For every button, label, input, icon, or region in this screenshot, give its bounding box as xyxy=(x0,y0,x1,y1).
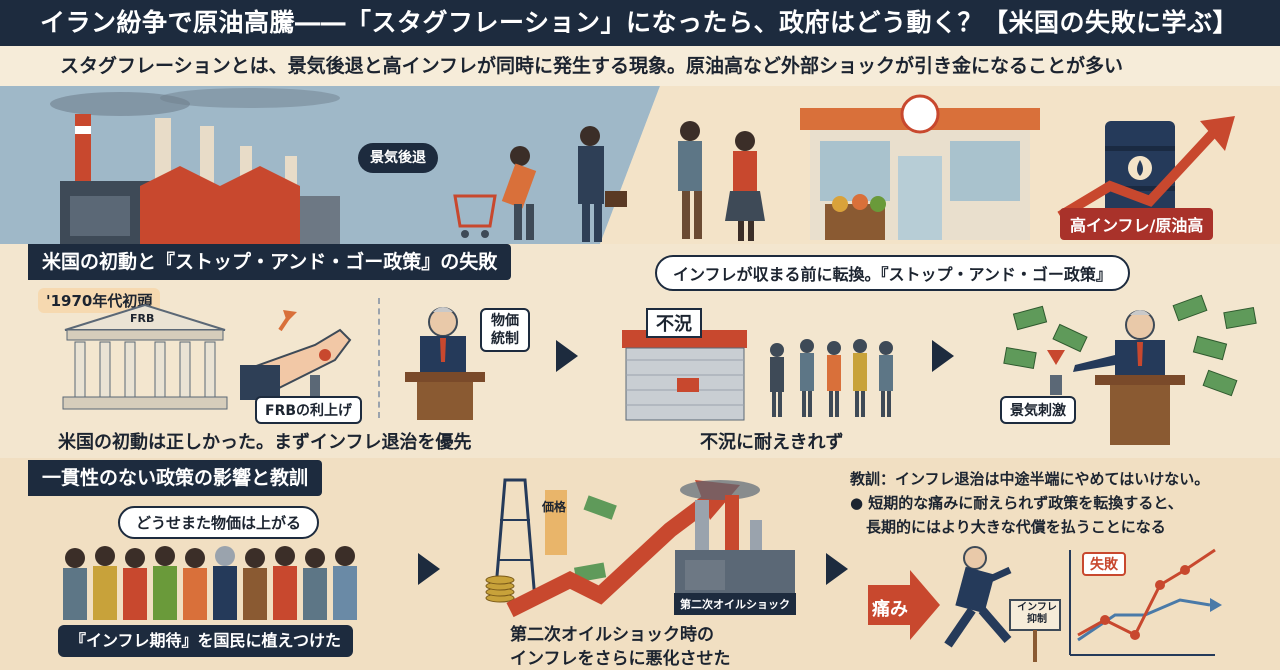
stimulus-podium-icon xyxy=(1003,294,1257,445)
era-label: '1970年代初頭 xyxy=(38,288,161,313)
page-subtitle: スタグフレーションとは、景気後退と高インフレが同時に発生する現象。原油高など外部… xyxy=(0,46,1280,86)
rising-price-arrow xyxy=(1057,127,1219,221)
flow-arrow-1 xyxy=(556,340,578,372)
flow-arrow-4 xyxy=(826,553,848,585)
section2-heading: 一貫性のない政策の影響と教訓 xyxy=(28,460,323,496)
shop-icon xyxy=(800,94,1040,240)
lesson-line-2: ● 短期的な痛みに耐えられず政策を転換すると、 xyxy=(850,494,1183,512)
oil-shock-label: 第二次オイルショック xyxy=(674,593,796,615)
top-illustration-panel: 景気後退 高インフレ/原油高 xyxy=(0,86,1280,244)
frb-building-icon xyxy=(62,303,352,410)
pain-failure-icon xyxy=(868,546,1222,662)
divider xyxy=(378,298,380,418)
recession-sign: 不況 xyxy=(646,308,702,338)
factory-icon xyxy=(60,114,340,244)
rate-hike-label: FRBの利上げ xyxy=(255,396,363,424)
recession-label: 景気後退 xyxy=(358,143,438,173)
price-control-label: 物価統制 xyxy=(480,308,530,353)
pain-label: 痛み xyxy=(872,599,908,620)
speech-bubble: どうせまた物価は上がる xyxy=(118,506,320,539)
price-label: 価格 xyxy=(542,500,567,514)
flow-arrow-3 xyxy=(418,553,440,585)
stimulus-label: 景気刺激 xyxy=(1000,396,1076,424)
oil-shock-caption-2: インフレをさらに悪化させた xyxy=(510,649,731,669)
lesson-line-3: 長期的にはより大きな代償を払うことになる xyxy=(866,518,1166,536)
lesson-line-1: 教訓：インフレ退治は中途半端にやめてはいけない。 xyxy=(850,470,1210,488)
expectations-caption: 『インフレ期待』を国民に植えつけた xyxy=(58,625,354,657)
frb-sign: FRB xyxy=(130,312,155,325)
flow-arrow-2 xyxy=(932,340,954,372)
policy-pivot-bubble: インフレが収まる前に転換。『ストップ・アンド・ゴー政策』 xyxy=(655,255,1130,291)
president-podium-icon xyxy=(405,307,485,420)
failure-label: 失敗 xyxy=(1082,552,1126,576)
inflation-label: 高インフレ/原油高 xyxy=(1060,208,1214,240)
shoppers-icon xyxy=(678,121,765,241)
inflation-control-label: インフレ抑制 xyxy=(1017,602,1057,625)
section1-heading: 米国の初動と『ストップ・アンド・ゴー政策』の失敗 xyxy=(28,244,512,280)
caption-left: 米国の初動は正しかった。まずインフレ退治を優先 xyxy=(58,432,472,453)
worried-people-icon xyxy=(453,126,627,242)
oil-shock-caption-1: 第二次オイルショック時の xyxy=(510,625,714,645)
caption-mid: 不況に耐えきれず xyxy=(700,432,844,453)
page-title: イラン紛争で原油高騰――「スタグフレーション」になったら、政府はどう動く？【米国… xyxy=(0,0,1280,46)
stagflation-illustration xyxy=(0,86,1280,244)
closed-shop-queue-icon xyxy=(622,330,893,421)
crowd-icon xyxy=(63,546,357,620)
